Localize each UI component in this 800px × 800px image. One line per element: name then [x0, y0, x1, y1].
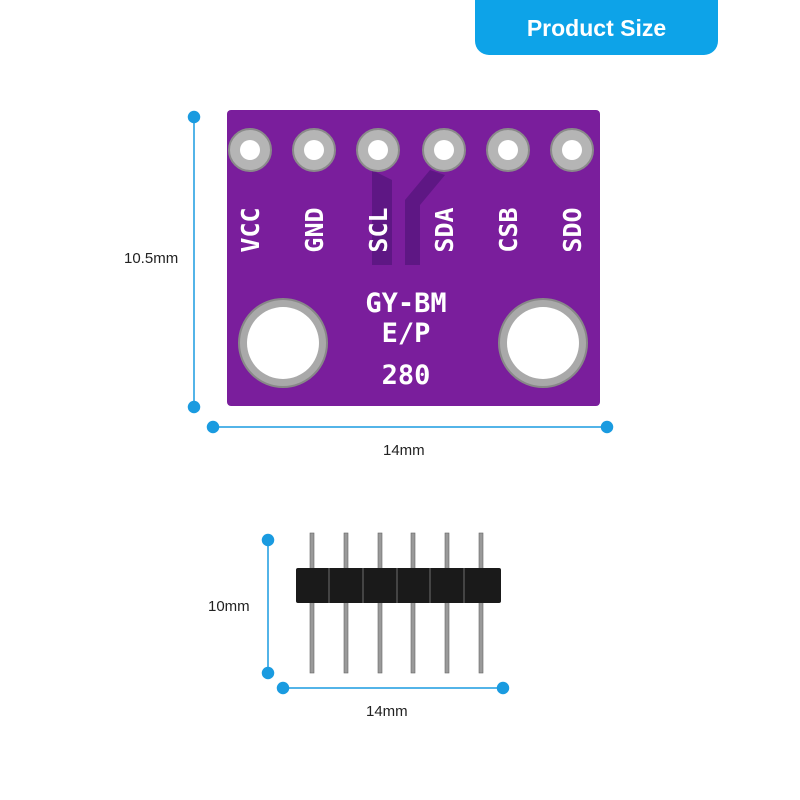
pin-label-gnd: GND: [300, 207, 329, 252]
pin-label-vcc: VCC: [236, 207, 265, 252]
sensor-board: VCC GND SCL SDA CSB SDO GY-BM E/P 280: [227, 110, 600, 406]
header-height-label: 10mm: [208, 598, 250, 615]
header-width-label: 14mm: [366, 703, 408, 720]
model-label-1: GY-BM: [365, 288, 446, 319]
pin-label-scl: SCL: [364, 207, 393, 252]
pin-header: [296, 532, 501, 674]
board-height-label: 10.5mm: [124, 250, 179, 267]
dimension-lines: [187, 110, 614, 695]
header-plastic: [296, 568, 501, 603]
pin-label-csb: CSB: [494, 207, 523, 252]
pin-label-sda: SDA: [430, 207, 459, 252]
pin-label-sdo: SDO: [558, 207, 587, 252]
board-width-label: 14mm: [383, 442, 425, 459]
product-size-banner: Product Size: [475, 0, 718, 55]
model-label-2: E/P: [382, 318, 431, 349]
model-label-3: 280: [382, 360, 431, 391]
